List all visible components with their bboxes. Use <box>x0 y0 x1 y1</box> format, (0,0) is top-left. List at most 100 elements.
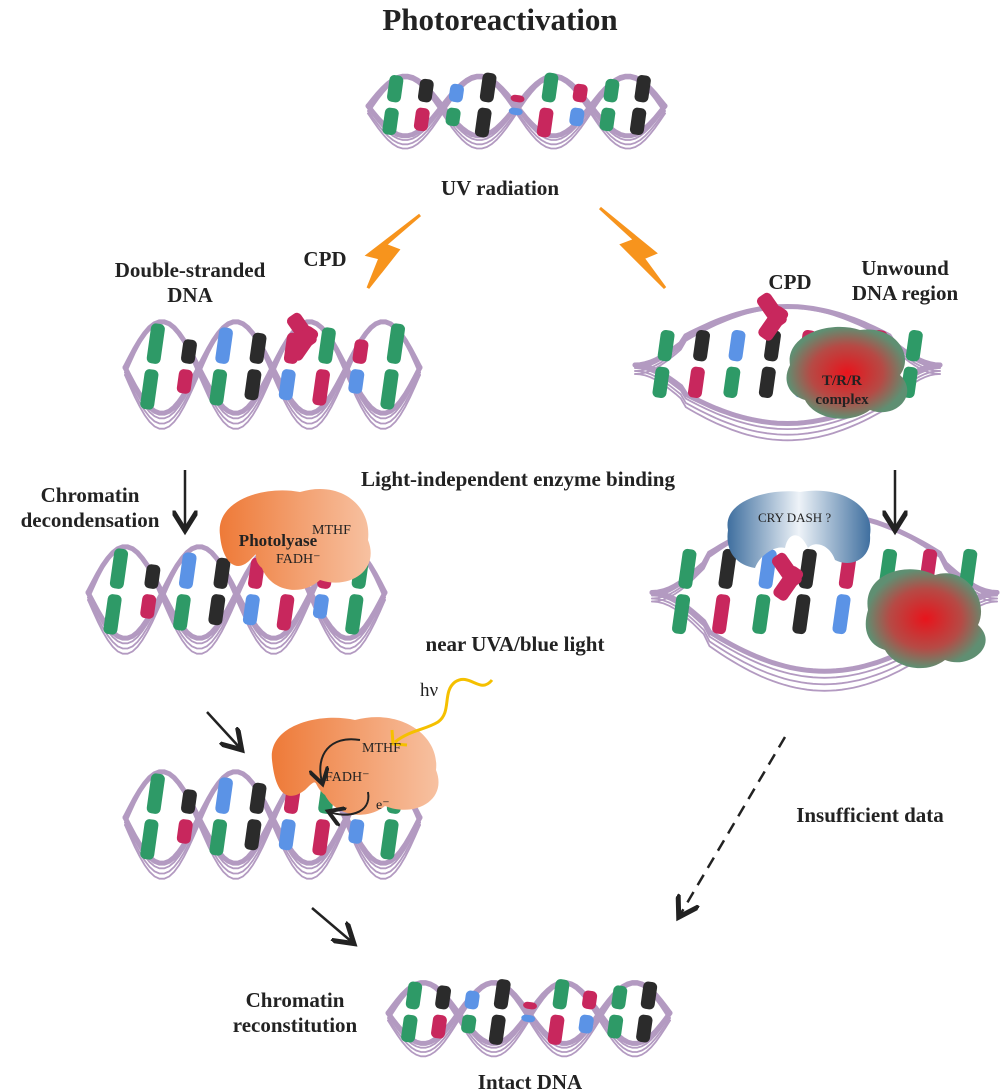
dna-base <box>832 594 851 635</box>
dna-base <box>435 985 451 1010</box>
cpd-dimer <box>286 312 319 361</box>
cpd-dimer <box>756 292 789 341</box>
dna-base <box>636 1014 653 1043</box>
dna-base <box>146 773 165 814</box>
light-arrowhead-icon <box>390 729 408 747</box>
dna-helices <box>85 72 1000 1058</box>
dna-base <box>718 548 737 589</box>
dna-backbone <box>87 545 386 655</box>
dna-base <box>752 594 771 635</box>
dna-base <box>611 985 628 1010</box>
electron-transfer-arrow <box>320 738 361 782</box>
dna-base <box>213 557 231 589</box>
dna-base <box>493 979 511 1010</box>
dna-base <box>578 1014 594 1034</box>
dna-base <box>758 366 776 399</box>
dna-base <box>474 107 492 138</box>
cpd-label-right: CPD <box>768 270 812 294</box>
dna-base <box>380 819 399 860</box>
dna-base <box>178 552 197 589</box>
dna-base <box>276 594 295 631</box>
dna-base <box>382 107 399 136</box>
dna-base <box>244 369 262 401</box>
fadh-label-2: FADH⁻ <box>325 770 370 785</box>
dna-base <box>345 594 364 635</box>
dna-base <box>758 548 777 589</box>
cpd-label-left: CPD <box>303 247 347 271</box>
trr-complex <box>786 326 908 419</box>
cry-dash-protein <box>727 490 871 568</box>
dna-base <box>657 329 675 362</box>
dna-base <box>140 369 159 410</box>
dna-base <box>318 327 336 364</box>
dna-base <box>905 329 923 362</box>
dna-base <box>181 339 197 364</box>
dna-base <box>348 819 365 844</box>
dna-base <box>723 366 741 399</box>
dna-base <box>244 819 262 851</box>
fadh-label: FADH⁻ <box>276 552 321 567</box>
dna-base <box>461 1014 477 1034</box>
dna-base <box>278 819 296 851</box>
dna-base <box>176 819 193 844</box>
photolyase-label: Photolyase <box>238 531 318 550</box>
dna-base <box>144 564 161 589</box>
cry-dash-label: CRY DASH ? <box>758 510 832 525</box>
dna-base <box>215 327 233 364</box>
intact-dna-label: Intact DNA <box>477 1070 583 1091</box>
page-title: Photoreactivation <box>382 2 618 37</box>
dna-base <box>603 78 620 103</box>
dna-base <box>417 78 434 103</box>
mthf-label-2: MTHF <box>362 741 401 756</box>
dna-base <box>401 1014 418 1043</box>
dna-base <box>445 107 461 127</box>
dna-base <box>448 83 464 103</box>
mthf-label: MTHF <box>312 523 351 538</box>
thymine-base <box>288 325 319 361</box>
dna-base <box>208 594 226 626</box>
dna-base <box>405 981 423 1010</box>
uv-lightning-icon <box>364 213 421 289</box>
dna-helix <box>122 319 423 430</box>
dna-base <box>798 548 817 589</box>
dna-base <box>640 981 658 1010</box>
dna-backbone <box>385 980 673 1046</box>
dna-base <box>634 75 651 103</box>
dna-base <box>176 369 193 394</box>
thymine-base <box>758 305 789 341</box>
dna-helix <box>385 979 673 1058</box>
dna-base <box>569 107 585 127</box>
dna-helix <box>365 72 668 150</box>
thymine-base <box>773 565 804 601</box>
dna-base <box>312 369 330 406</box>
uv-radiation-label: UV radiation <box>440 176 560 200</box>
insufficient-data-label: Insufficient data <box>796 803 944 827</box>
dna-base <box>413 107 430 132</box>
dna-base <box>652 366 670 399</box>
dna-base <box>431 1014 447 1039</box>
dna-base <box>209 369 228 406</box>
dna-base <box>687 366 705 399</box>
dna-base <box>792 594 811 635</box>
dna-base <box>387 75 404 103</box>
dna-base <box>312 819 330 856</box>
uv-lightning-icon <box>598 206 667 290</box>
dna-base <box>629 107 647 136</box>
electron-label: e⁻ <box>376 798 390 813</box>
dna-base <box>599 107 616 132</box>
dna-base <box>109 548 129 589</box>
dna-base <box>103 594 122 635</box>
dna-base <box>582 990 598 1010</box>
dna-base <box>242 594 260 626</box>
dna-base <box>523 1001 537 1010</box>
flow-arrow <box>311 907 352 942</box>
dna-helix <box>85 544 388 655</box>
dna-base <box>510 94 525 103</box>
dna-base <box>249 782 267 814</box>
dashed-flow-arrow <box>680 736 787 915</box>
